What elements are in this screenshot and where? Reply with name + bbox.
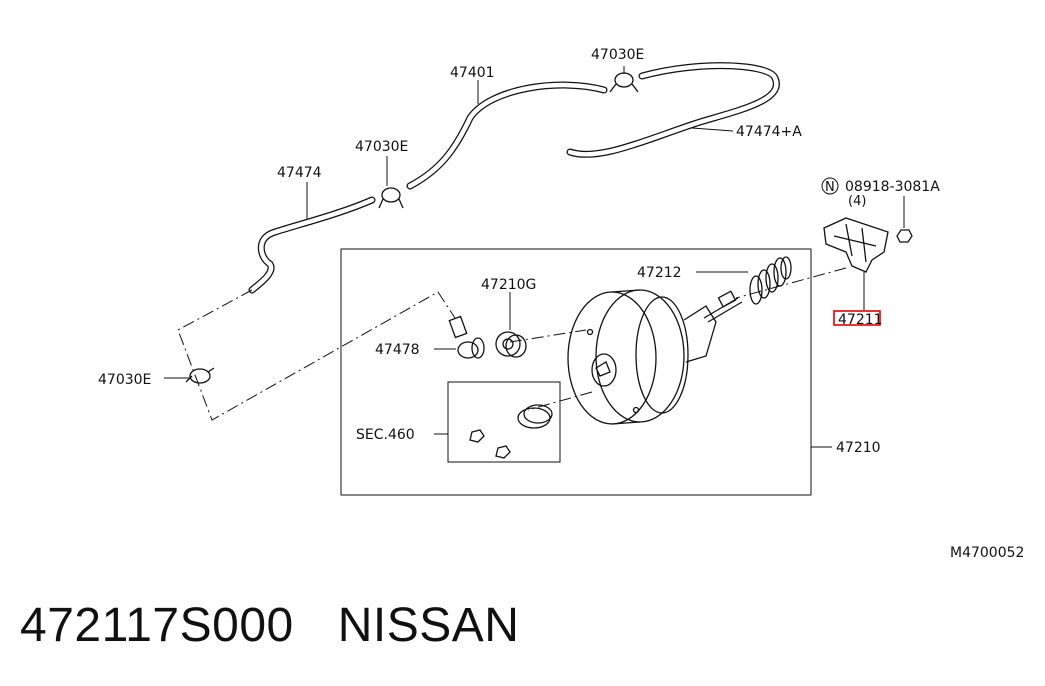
label-08918-qty: (4) <box>848 194 866 209</box>
label-47474-a: 47474+A <box>736 124 802 140</box>
nut-08918-3081a <box>896 196 913 243</box>
label-47212: 47212 <box>637 265 682 281</box>
assembly-box-47210 <box>340 248 812 496</box>
label-47478: 47478 <box>375 342 420 358</box>
spring-47212 <box>749 256 792 305</box>
hose-47401 <box>406 81 608 190</box>
hose-47474-a <box>566 62 780 158</box>
part-number: 472117S000 <box>20 599 294 652</box>
grommet-47210g <box>495 331 527 358</box>
brand-name: NISSAN <box>337 599 520 652</box>
label-08918-3081a: 08918-3081A <box>845 179 940 195</box>
clamp-47030e-mid <box>378 187 404 209</box>
label-n-symbol: N <box>825 180 835 195</box>
label-47401: 47401 <box>450 65 495 81</box>
drawing-id: M4700052 <box>950 545 1024 561</box>
label-47210: 47210 <box>836 440 881 456</box>
label-47030e-left: 47030E <box>98 372 151 388</box>
label-47030e-mid: 47030E <box>355 139 408 155</box>
clamp-47030e-top <box>609 72 639 93</box>
bracket-47211 <box>823 217 889 273</box>
highlight-box-47211 <box>833 310 881 326</box>
sec460-parts <box>469 404 553 459</box>
label-47211: 47211 <box>838 312 883 328</box>
label-47030e-top: 47030E <box>591 47 644 63</box>
sec460-box <box>447 381 561 463</box>
label-47210g: 47210G <box>481 277 536 293</box>
label-sec460: SEC.460 <box>356 427 415 443</box>
clamp-47030e-left <box>185 367 215 384</box>
caption: 472117S000 NISSAN <box>20 598 563 653</box>
brake-booster <box>567 289 743 425</box>
hose-47474 <box>248 196 376 294</box>
check-valve-47478 <box>448 315 485 359</box>
parts-diagram: 47401 47030E 47474+A 47030E 47474 N 0891… <box>98 47 1024 561</box>
n-symbol-icon <box>821 177 839 195</box>
label-47474: 47474 <box>277 165 322 181</box>
